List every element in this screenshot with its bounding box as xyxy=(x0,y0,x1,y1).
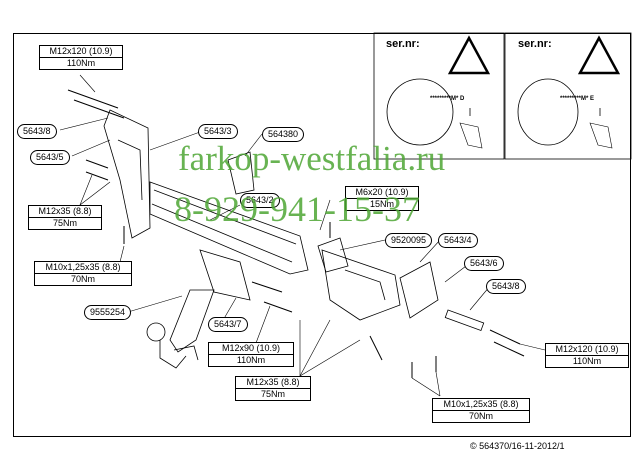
warning-panel-right xyxy=(504,32,632,160)
drawing-frame xyxy=(13,33,631,437)
leader-lines xyxy=(59,74,546,397)
centre-bracket xyxy=(199,249,251,301)
frame-plate-outline-left xyxy=(386,78,454,146)
part-callout-5643-8-right: 5643/8 xyxy=(486,279,526,294)
part-callout-5643-4: 5643/4 xyxy=(438,233,478,248)
bolts xyxy=(67,89,525,378)
tow-neck xyxy=(169,289,215,353)
tow-ball-icon xyxy=(146,322,166,342)
part-callout-5643-7: 5643/7 xyxy=(208,317,248,332)
serial-label-right: ser.nr: xyxy=(518,38,552,50)
spec-box-bolt-m6x20: M6x20 (10.9)15Nm xyxy=(345,186,419,211)
warning-panel-left xyxy=(373,32,505,160)
warning-triangle-left-icon xyxy=(447,35,491,75)
plate-code-right: *********M* E xyxy=(560,96,595,102)
plate-code-left: *********M* D xyxy=(430,96,465,102)
part-callout-5643-5: 5643/5 xyxy=(30,150,70,165)
right-end-plate xyxy=(399,261,439,319)
frame-plate-outline-right xyxy=(517,78,579,146)
spec-box-bolt-m12x35-left: M12x35 (8.8)75Nm xyxy=(28,205,102,230)
warning-triangle-right-icon xyxy=(577,35,621,75)
part-callout-5643-3: 5643/3 xyxy=(198,124,238,139)
part-callout-9520095: 9520095 xyxy=(385,233,433,248)
spec-box-bolt-m10-left: M10x1,25x35 (8.8)70Nm xyxy=(34,261,132,286)
part-callout-5643-8-left: 5643/8 xyxy=(17,124,57,139)
small-bracket-564380 xyxy=(227,151,255,195)
washer-plate-5643-6 xyxy=(444,309,485,332)
part-callout-564380: 564380 xyxy=(262,127,305,142)
left-side-bracket xyxy=(103,109,151,239)
spec-box-bolt-m12x120-right: M12x120 (10.9)110Nm xyxy=(545,343,629,368)
watermark-website: farkop-westfalia.ru xyxy=(178,139,446,178)
serial-label-left: ser.nr: xyxy=(386,38,420,50)
copyright-note: © 564370/16-11-2012/1 xyxy=(470,441,565,451)
watermark-phone: 8-929-941-15-37 xyxy=(174,189,420,229)
right-side-bracket xyxy=(321,249,401,321)
socket-bracket-9520095 xyxy=(317,237,349,273)
spec-box-bolt-m12x90: M12x90 (10.9)110Nm xyxy=(208,342,294,367)
spec-box-bolt-m12x120-top: M12x120 (10.9)110Nm xyxy=(39,45,123,70)
part-callout-5643-6: 5643/6 xyxy=(464,256,504,271)
spec-box-bolt-m10-bottom: M10x1,25x35 (8.8)70Nm xyxy=(432,398,530,423)
spec-box-bolt-m12x35-bottom: M12x35 (8.8)75Nm xyxy=(235,376,311,401)
part-callout-9555254: 9555254 xyxy=(84,305,132,320)
part-callout-5643-2: 5643/2 xyxy=(240,193,280,208)
